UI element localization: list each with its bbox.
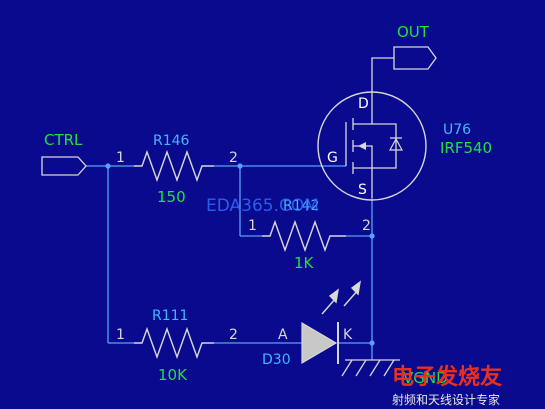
r146-zigzag — [134, 149, 214, 183]
mosfet-gate-label: G — [327, 150, 338, 166]
junctions — [105, 163, 375, 346]
led-cathode-label: K — [343, 327, 353, 343]
drain-wiring — [371, 57, 394, 94]
r111-zigzag — [134, 326, 214, 360]
r146-ref: R146 — [153, 133, 190, 149]
r111-pin2: 2 — [229, 327, 238, 343]
ctrl-port-label: CTRL — [44, 131, 83, 149]
watermark-tagline: 射频和天线设计专家 — [392, 392, 500, 407]
r146-value: 150 — [157, 188, 186, 206]
led-anode-label: A — [278, 327, 288, 343]
led-arrowhead-1 — [328, 288, 339, 304]
body-diode — [388, 137, 404, 151]
watermark-site: EDA365.COM — [206, 196, 319, 216]
led-triangle — [301, 321, 338, 365]
ground-hatch-4 — [383, 359, 395, 377]
mosfet-body-circle — [317, 91, 427, 201]
r111-pin1: 1 — [116, 327, 125, 343]
ctrl-port-shape — [41, 156, 87, 176]
ground-hatch-1 — [341, 359, 353, 377]
diode-rail — [372, 123, 397, 169]
vgnd-label: VGND — [403, 369, 448, 387]
ctrl-port[interactable]: CTRL — [41, 131, 87, 176]
r142-zigzag — [262, 219, 346, 253]
led-d30[interactable]: A K D30 — [262, 280, 361, 368]
r142-pin2: 2 — [362, 218, 371, 234]
channel-arrow — [358, 142, 366, 150]
r146-pin1: 1 — [116, 150, 125, 166]
junction-ctrl — [105, 163, 111, 169]
led-arrow-2 — [343, 289, 359, 307]
ground-symbol — [341, 359, 400, 377]
led-arrowhead-2 — [350, 280, 361, 296]
mosfet-drain-label: D — [358, 96, 369, 112]
led-light-arrows — [321, 280, 361, 315]
led-ref: D30 — [262, 352, 291, 368]
junction-led — [369, 340, 375, 346]
r111-value: 10K — [158, 366, 188, 384]
junction-r142 — [369, 233, 375, 239]
mosfet-part: IRF540 — [440, 139, 492, 157]
wire-drain-out — [371, 57, 394, 94]
r142-pin1: 1 — [248, 218, 257, 234]
led-arrow-1 — [321, 297, 337, 315]
r142-ref: R142 — [283, 198, 319, 214]
out-port-shape — [393, 46, 437, 70]
out-port-label: OUT — [397, 23, 430, 41]
r142-value: 1K — [294, 254, 315, 272]
out-port[interactable]: OUT — [393, 23, 437, 70]
r146-pin2: 2 — [229, 150, 238, 166]
watermark-brand: 电子发烧友 — [392, 364, 502, 390]
body-lead — [353, 145, 373, 168]
wires — [86, 165, 373, 360]
junction-gate-node — [237, 163, 243, 169]
mosfet-ref: U76 — [443, 122, 471, 138]
mosfet-internals — [345, 94, 402, 198]
ground-hatch-2 — [355, 359, 367, 377]
resistor-r146[interactable]: R146 150 1 2 — [116, 133, 238, 206]
ground-hatch-3 — [369, 359, 381, 377]
mosfet-source-label: S — [358, 182, 367, 198]
r111-ref: R111 — [152, 308, 188, 324]
resistor-r111[interactable]: R111 10K 1 2 — [116, 308, 238, 384]
mosfet-u76[interactable]: D G S U76 IRF540 — [317, 91, 492, 201]
resistor-r142[interactable]: R142 1K 1 2 — [248, 198, 371, 272]
